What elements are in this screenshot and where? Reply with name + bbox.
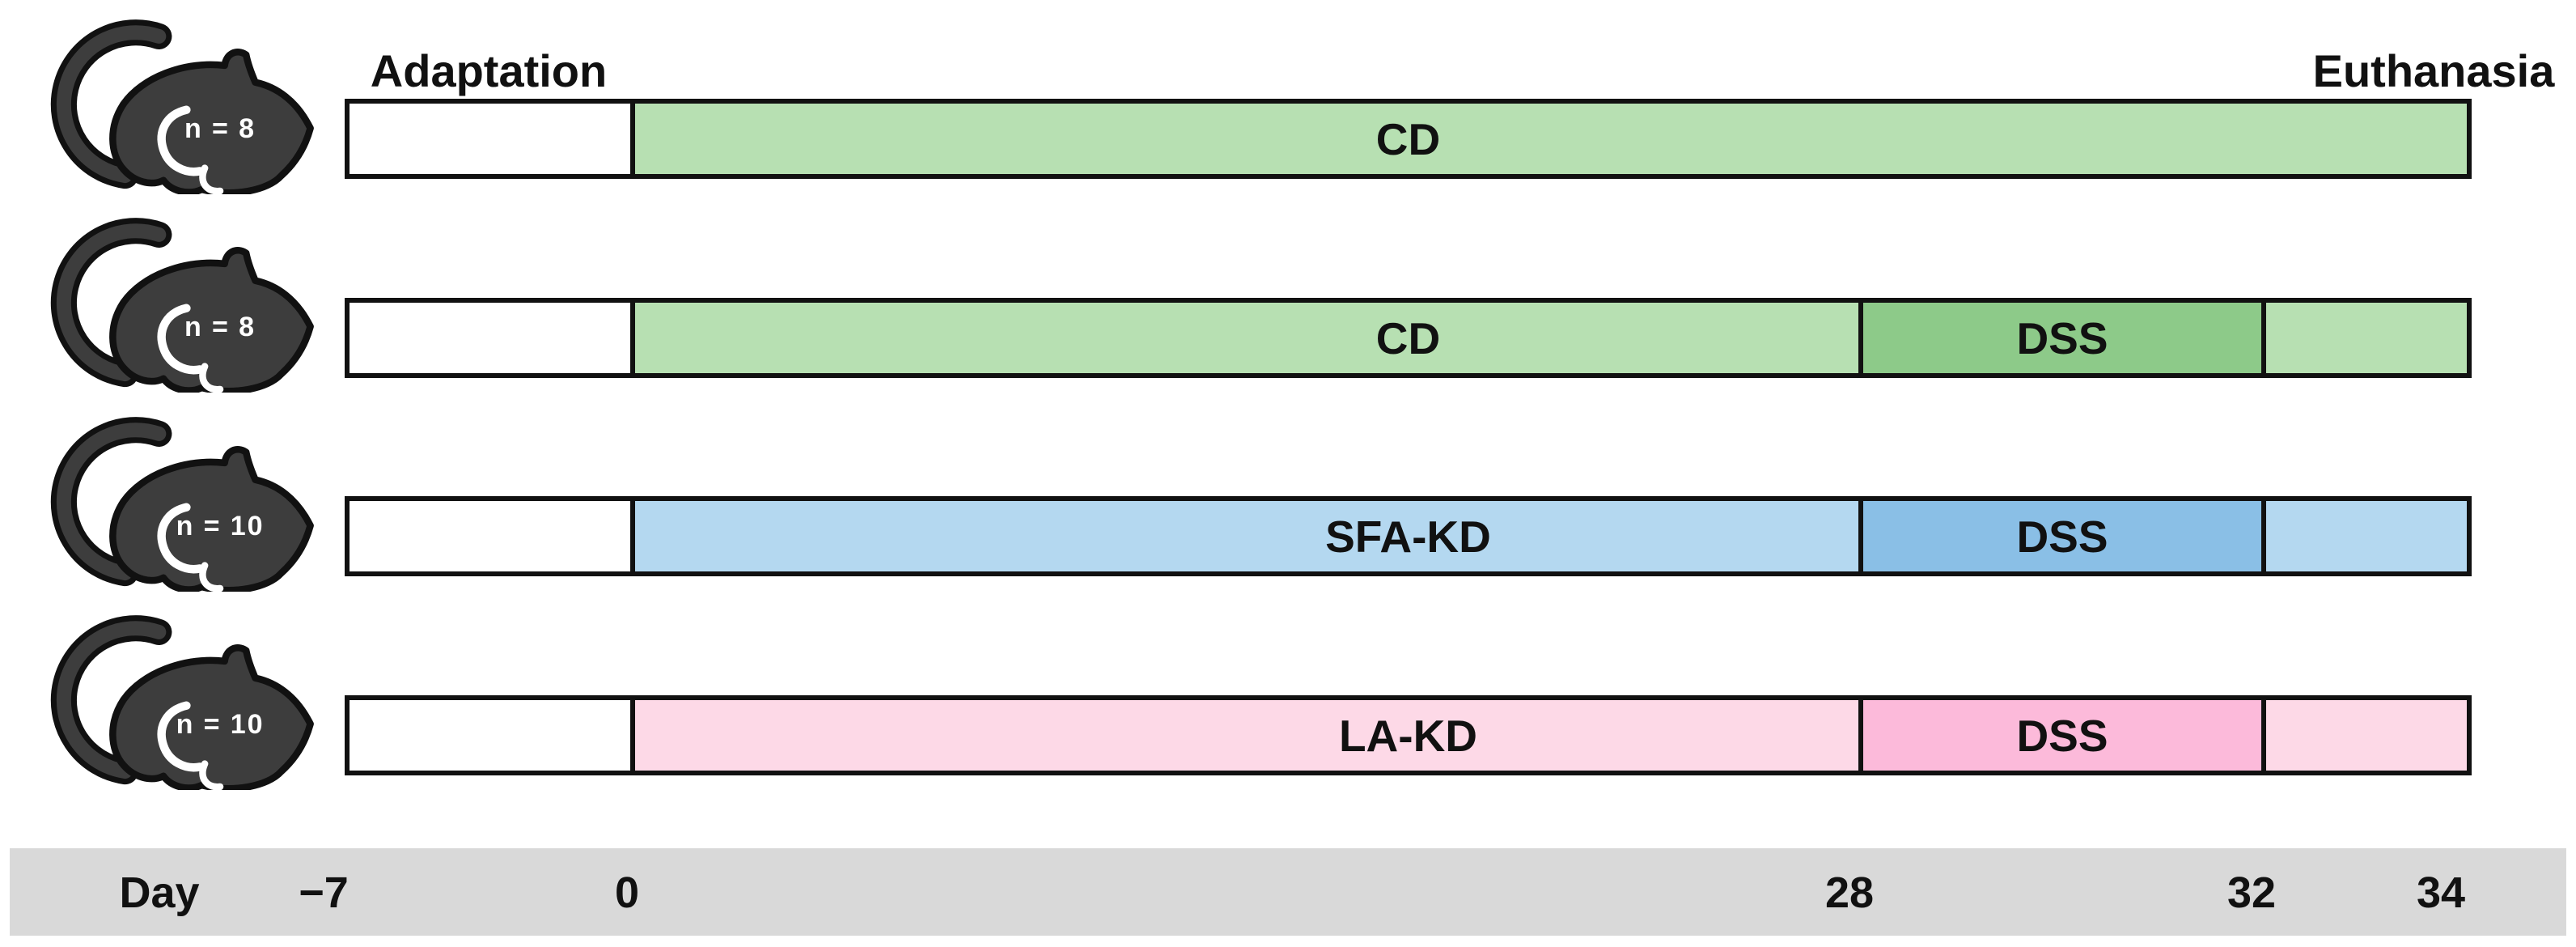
mouse-count-label: n = 8	[184, 113, 256, 144]
segment-divider	[1858, 700, 1863, 771]
dss-label: DSS	[2016, 711, 2108, 761]
segment-divider	[2261, 303, 2266, 373]
mouse-body	[109, 446, 314, 592]
mouse-body	[109, 247, 314, 393]
mouse-tail-fill	[56, 423, 167, 581]
adaptation-segment	[350, 700, 633, 771]
mouse-count-label: n = 8	[184, 312, 256, 342]
segment-divider	[630, 104, 635, 174]
mouse-body	[109, 49, 314, 194]
mouse-count-label: n = 10	[176, 511, 265, 541]
mouse-hindleg-mark	[157, 503, 205, 574]
segment-divider	[1858, 501, 1863, 571]
post-dss-segment	[2264, 501, 2467, 571]
segment-divider	[1858, 303, 1863, 373]
timeline-bar-cd-dss: CD DSS	[345, 298, 2472, 378]
diet-label: SFA-KD	[1325, 512, 1491, 562]
mouse-icon: n = 10	[50, 417, 314, 592]
sfakd-diet-segment	[633, 501, 1861, 571]
dss-label: DSS	[2016, 313, 2108, 363]
mouse-icon: n = 10	[50, 615, 314, 790]
adaptation-segment	[350, 501, 633, 571]
segment-divider	[630, 501, 635, 571]
mouse-hindleg-mark	[157, 304, 205, 375]
dss-segment	[1861, 303, 2264, 373]
post-dss-segment	[2264, 700, 2467, 771]
dss-label: DSS	[2016, 512, 2108, 562]
mouse-count-label: n = 10	[176, 709, 265, 740]
mouse-foreleg-mark	[199, 760, 224, 790]
day-axis-label: Day	[119, 868, 200, 917]
mouse-foreleg-mark	[199, 363, 224, 393]
timeline-bar-sfakd-dss: SFA-KD DSS	[345, 496, 2472, 576]
segment-divider	[2261, 700, 2266, 771]
day-tick-32: 32	[2226, 868, 2277, 917]
timeline-bar-cd-control: CD	[345, 99, 2472, 179]
lakd-diet-segment	[633, 700, 1861, 771]
day-tick-0: 0	[614, 868, 640, 917]
mouse-foreleg-mark	[199, 164, 224, 194]
diet-label: CD	[1375, 114, 1441, 164]
euthanasia-label: Euthanasia	[2312, 45, 2555, 96]
diet-label: CD	[1375, 313, 1441, 363]
adaptation-segment	[350, 303, 633, 373]
segment-divider	[630, 303, 635, 373]
mouse-tail-fill	[56, 223, 167, 382]
mouse-tail-fill	[56, 25, 167, 184]
adaptation-segment	[350, 104, 633, 174]
mouse-body	[109, 644, 314, 790]
adaptation-label: Adaptation	[370, 45, 608, 96]
cd-diet-segment	[633, 104, 2467, 174]
timeline-bar-lakd-dss: LA-KD DSS	[345, 695, 2472, 775]
day-tick-minus7: −7	[299, 868, 349, 917]
mouse-hindleg-mark	[157, 701, 205, 772]
mouse-icon: n = 8	[50, 19, 314, 194]
mouse-tail-fill	[56, 621, 167, 779]
mouse-hindleg-mark	[157, 105, 205, 176]
day-axis-band: Day −7 0 28 32 34	[10, 848, 2566, 936]
diet-label: LA-KD	[1338, 711, 1478, 761]
post-dss-segment	[2264, 303, 2467, 373]
mouse-icon: n = 8	[50, 218, 314, 393]
day-tick-28: 28	[1824, 868, 1875, 917]
mouse-foreleg-mark	[199, 562, 224, 592]
dss-segment	[1861, 700, 2264, 771]
segment-divider	[2261, 501, 2266, 571]
cd-diet-segment	[633, 303, 1861, 373]
dss-segment	[1861, 501, 2264, 571]
day-tick-34: 34	[2416, 868, 2466, 917]
segment-divider	[630, 700, 635, 771]
